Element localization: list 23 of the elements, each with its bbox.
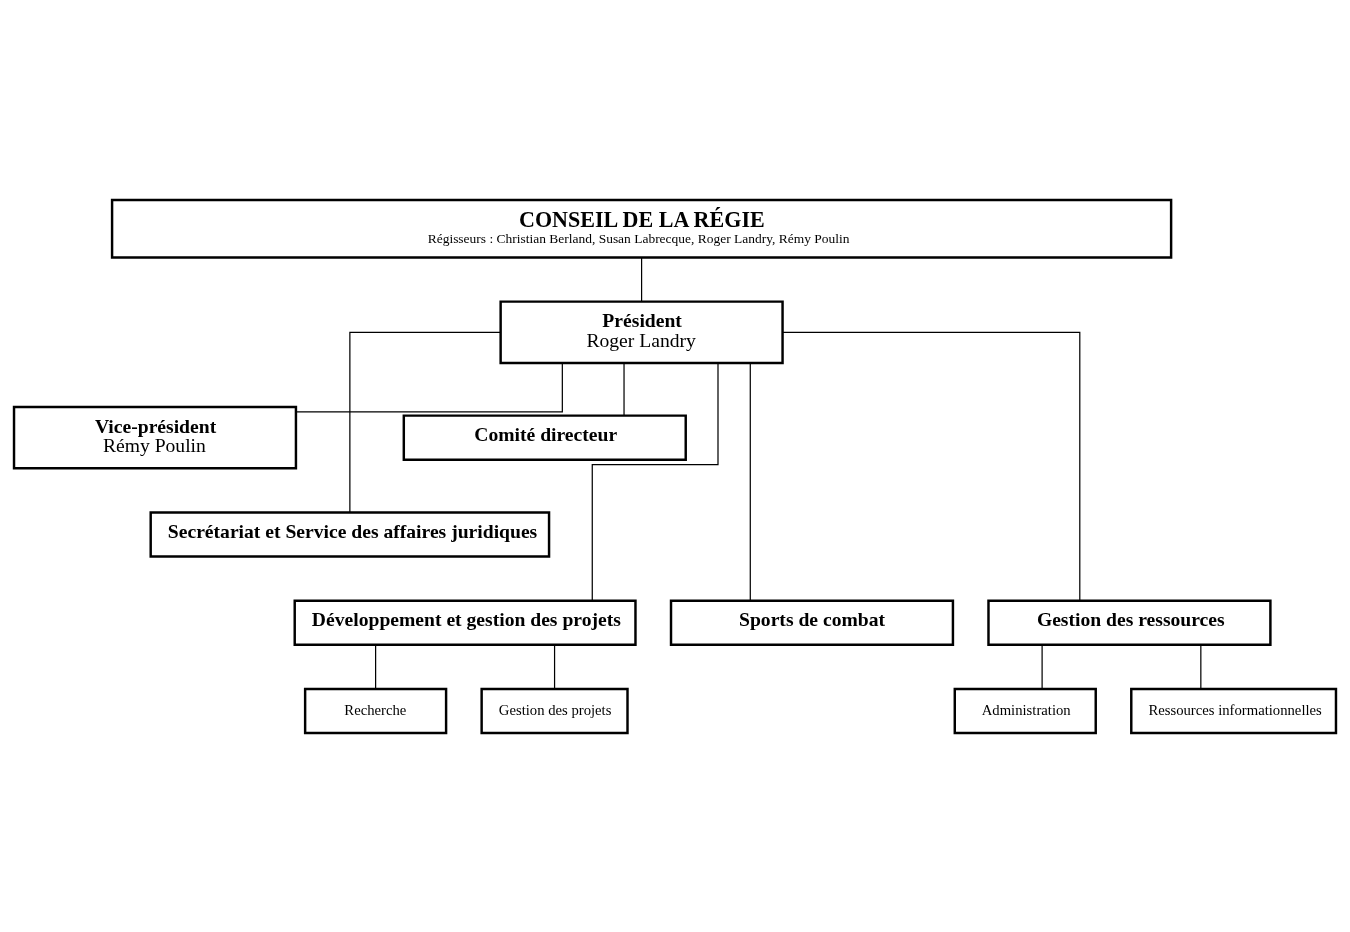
node-box: CONSEIL DE LA RÉGIE Régisseurs : Christian Berland, Susan Labrecque, Roger Landry, Rémy Poulin xyxy=(110,198,1173,259)
node-box: Gestion des ressources xyxy=(987,599,1272,646)
node-box: Administration xyxy=(953,687,1097,734)
node-box: Sports de combat xyxy=(669,599,955,646)
connector xyxy=(375,643,377,689)
node-box: Ressources informationnelles xyxy=(1130,687,1338,734)
connector xyxy=(623,362,625,416)
connector xyxy=(591,361,719,601)
node-box: Comité directeur xyxy=(402,413,687,461)
connector xyxy=(295,362,563,413)
node-box: Gestion des projets xyxy=(480,687,629,734)
connector xyxy=(641,256,643,302)
node-box: Recherche xyxy=(303,687,448,734)
connector xyxy=(749,362,751,601)
connector xyxy=(1041,643,1043,689)
node-box: Développement et gestion des projets xyxy=(293,599,637,646)
node-box: Secrétariat et Service des affaires juridiques xyxy=(149,510,551,558)
connector xyxy=(349,331,502,513)
connector xyxy=(553,643,556,689)
connector xyxy=(782,331,1081,601)
node-box: Vice-président Rémy Poulin xyxy=(12,405,298,470)
node-box: Président Roger Landry xyxy=(499,299,784,364)
connector xyxy=(1200,643,1202,689)
